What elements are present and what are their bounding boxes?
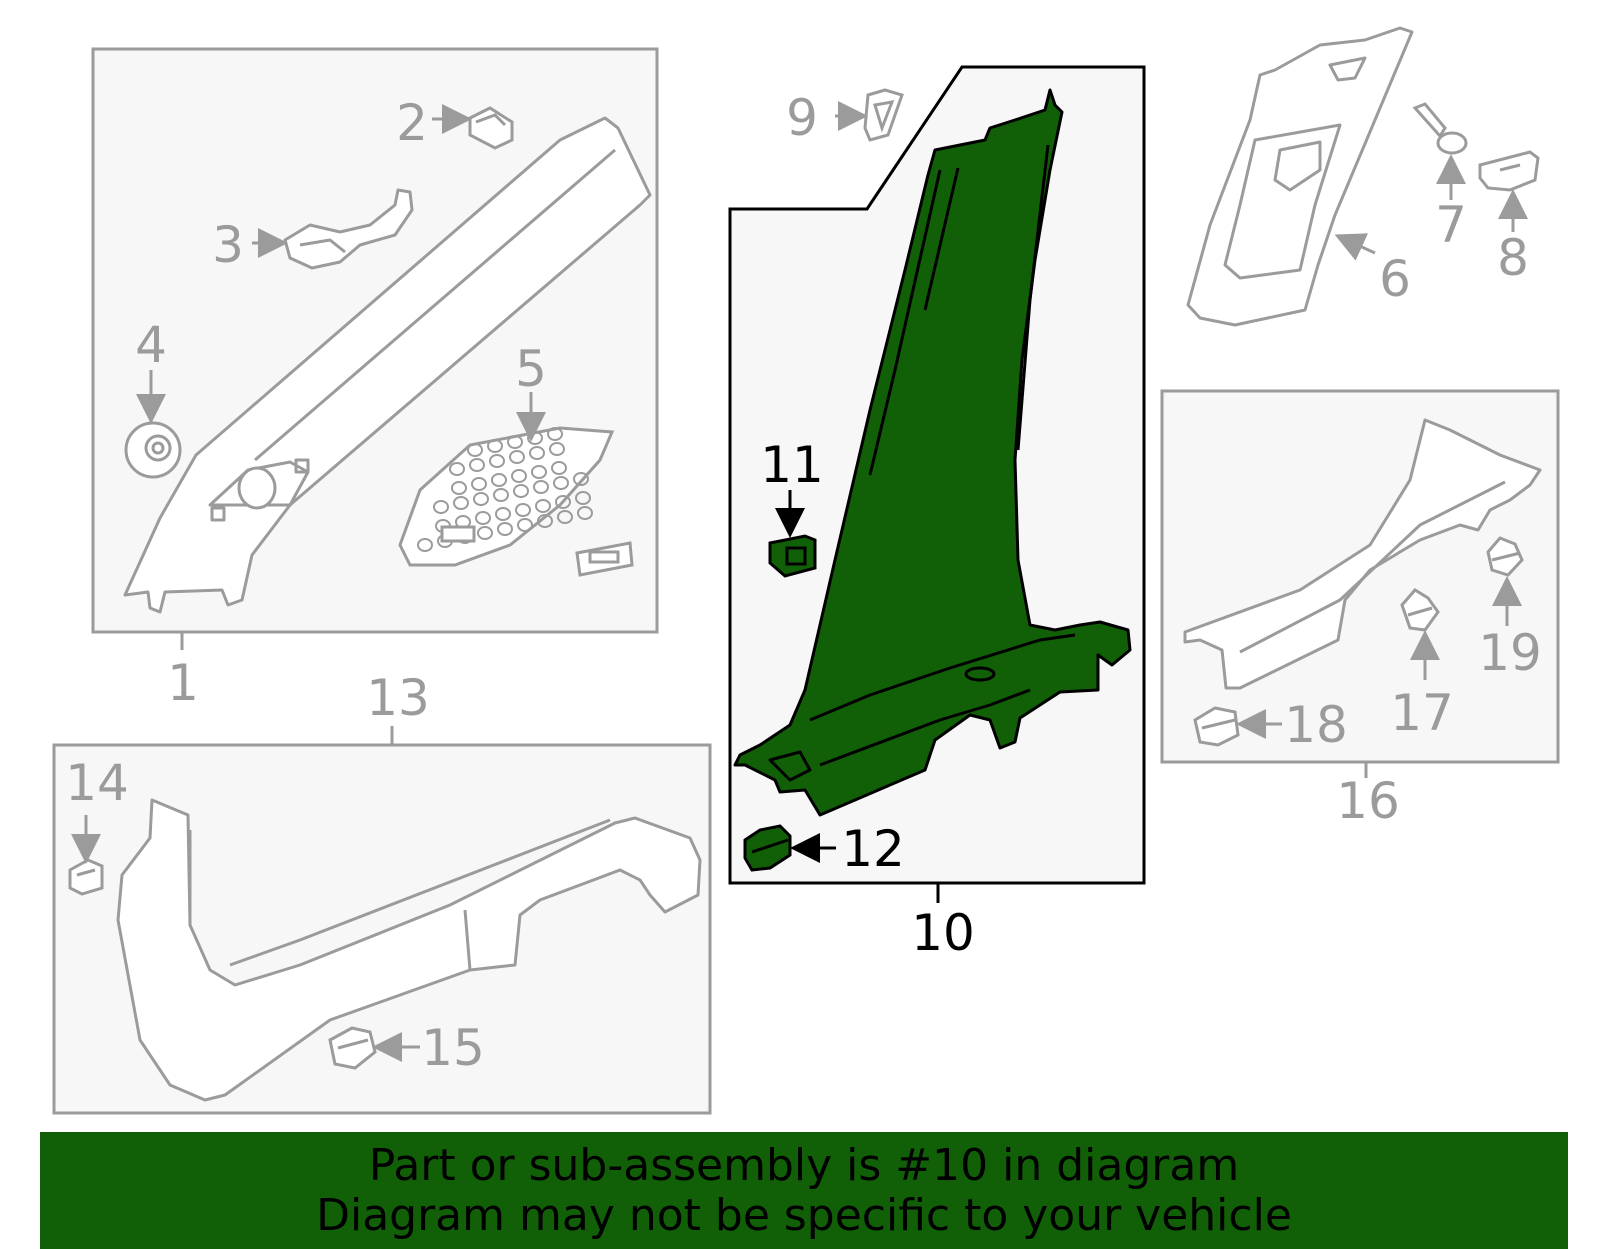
part-13-sill-plate[interactable] <box>116 798 702 1102</box>
callout-19: 19 <box>1478 624 1542 682</box>
grille-hole <box>475 511 491 525</box>
grille-hole <box>449 462 465 476</box>
callout-5: 5 <box>515 340 547 398</box>
grille-hole <box>547 427 563 441</box>
callout-9: 9 <box>786 89 818 147</box>
grille-hole <box>469 458 485 472</box>
grille-hole <box>433 500 449 514</box>
grille-hole <box>453 496 469 510</box>
banner-line-1: Part or sub-assembly is #10 in diagram <box>368 1139 1240 1191</box>
callout-10: 10 <box>911 904 975 962</box>
grille-hole <box>507 435 523 449</box>
callout-4: 4 <box>135 316 167 374</box>
grille-hole <box>471 477 487 491</box>
small-clip-part[interactable] <box>575 541 634 577</box>
callout-15: 15 <box>421 1019 485 1077</box>
callout-16: 16 <box>1336 772 1400 830</box>
grille-hole <box>533 480 549 494</box>
grille-hole <box>495 507 511 521</box>
grille-hole <box>497 522 513 536</box>
callout-1: 1 <box>167 654 199 712</box>
part-19-clip[interactable] <box>1486 536 1524 577</box>
grille-hole <box>537 514 553 528</box>
part-16-lower-trim[interactable] <box>1183 418 1542 690</box>
callout-18: 18 <box>1284 696 1348 754</box>
part-17-clip[interactable] <box>1400 588 1440 632</box>
grille-hole <box>513 484 529 498</box>
part-8-cover[interactable] <box>1478 150 1540 192</box>
part-2-clip[interactable] <box>468 106 514 150</box>
grille-hole <box>515 503 531 517</box>
grille-hole <box>477 526 493 540</box>
grille-hole <box>491 473 507 487</box>
grille-hole <box>573 472 589 486</box>
part-7-bolt[interactable] <box>1412 102 1468 155</box>
callout-12: 12 <box>841 820 905 878</box>
grille-hole <box>551 461 567 475</box>
callout-6: 6 <box>1379 250 1411 308</box>
grille-hole <box>549 442 565 456</box>
grille-hole <box>517 518 533 532</box>
part-10-b-pillar-trim[interactable] <box>733 88 1132 817</box>
grille-hole <box>553 476 569 490</box>
callout-3: 3 <box>212 216 244 274</box>
grille-hole <box>451 481 467 495</box>
grille-hole <box>487 439 503 453</box>
grille-hole <box>577 506 593 520</box>
callout-7: 7 <box>1435 196 1467 254</box>
part-4-speaker[interactable] <box>124 421 182 479</box>
part-3-wiring[interactable] <box>283 188 414 270</box>
grille-hole <box>555 495 571 509</box>
info-banner: Part or sub-assembly is #10 in diagram D… <box>40 1132 1568 1249</box>
callout-2: 2 <box>396 94 428 152</box>
grille-hole <box>529 446 545 460</box>
callout-11: 11 <box>760 436 824 494</box>
callout-14: 14 <box>65 754 129 812</box>
part-6-upper-trim[interactable] <box>1186 26 1414 327</box>
part-11-clip[interactable] <box>768 534 817 578</box>
callout-13: 13 <box>366 669 430 727</box>
grille-hole <box>467 443 483 457</box>
grille-hole <box>511 469 527 483</box>
grille-hole <box>473 492 489 506</box>
grille-hole <box>417 538 433 552</box>
grille-hole <box>489 454 505 468</box>
grille-hole <box>493 488 509 502</box>
callout-8: 8 <box>1497 229 1529 287</box>
grille-hole <box>557 510 573 524</box>
grille-hole <box>535 499 551 513</box>
a-pillar-trim-part[interactable] <box>123 116 652 614</box>
grille-hole <box>531 465 547 479</box>
grille-hole <box>509 450 525 464</box>
banner-line-2: Diagram may not be specific to your vehi… <box>316 1189 1292 1241</box>
part-9-clip[interactable] <box>863 88 904 142</box>
callout-17: 17 <box>1390 684 1454 742</box>
grille-hole <box>575 491 591 505</box>
